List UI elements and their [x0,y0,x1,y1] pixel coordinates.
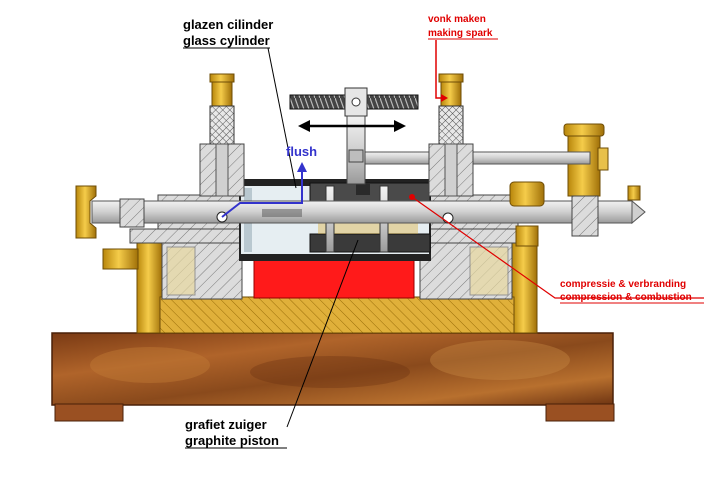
flush-arrow-icon [221,162,307,218]
wooden-base [51,332,615,422]
piston-label-en: graphite piston [185,433,279,448]
guide-rod [359,151,591,165]
glass-cylinder-label-en: glass cylinder [183,33,270,48]
piston-label-nl: grafiet zuiger [185,417,267,432]
main-rod [91,199,646,225]
spark-label-en: making spark [428,28,493,39]
double-arrow-icon [298,120,406,132]
compression-label-nl: compressie & verbranding [560,279,686,290]
spark-label-nl: vonk maken [428,14,486,25]
leader-lines [267,47,704,428]
lower-housing [161,241,513,300]
label-underlines [183,38,704,449]
left-knob [75,185,145,239]
left-electrode [199,73,245,197]
threaded-rod-icon [289,87,419,185]
right-valve [509,123,641,247]
compression-label-en: compression & combustion [560,292,692,303]
right-electrode [428,73,474,197]
flush-label: flush [286,144,317,159]
spark-plug-icon [435,40,448,102]
glass-cylinder-label-nl: glazen cilinder [183,17,273,32]
labels: glazen cilinder glass cylinder vonk make… [183,14,692,448]
